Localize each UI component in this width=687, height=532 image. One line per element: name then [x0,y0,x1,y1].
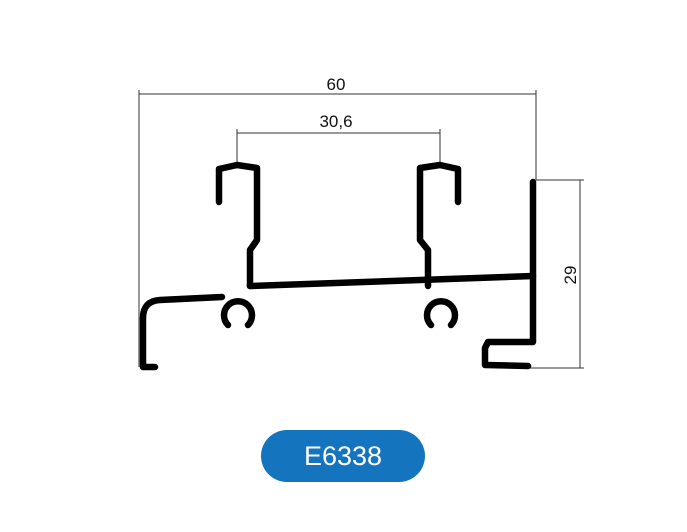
aluminium-profile [139,161,537,371]
dim-label-width: 60 [327,75,346,94]
dimension-lines [138,90,584,369]
dim-label-spacing: 30,6 [319,112,352,131]
dim-label-height: 29 [561,266,580,285]
product-code-badge: E6338 [261,430,425,482]
